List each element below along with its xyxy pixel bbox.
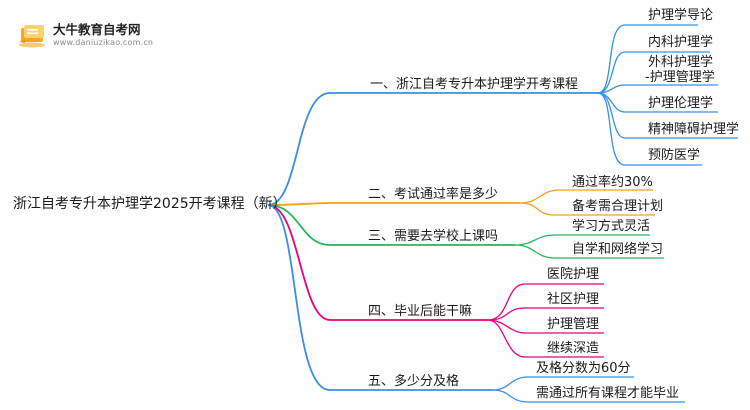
leaf-1-2: 内科护理学 — [648, 35, 714, 50]
root-topic: 浙江自考专升本护理学2025开考课程（新） — [13, 196, 287, 212]
connector-root-branch-1 — [267, 92, 331, 206]
logo-url: www.daniuzikao.com.cn — [53, 38, 154, 47]
branch-3-label: 三、需要去学校上课吗 — [368, 229, 499, 244]
leaf-1-4: 护理伦理学 — [648, 96, 714, 111]
branch-1-label: 一、浙江自考专升本护理学开考课程 — [370, 77, 579, 92]
branch-5-label: 五、多少分及格 — [368, 374, 460, 389]
leaf-1-3: 外科护理学 — [648, 55, 714, 70]
connector-root-branch-4 — [267, 204, 331, 321]
leaf-5-1: 及格分数为60分 — [536, 361, 631, 376]
leaf-3-2: 自学和网络学习 — [572, 242, 664, 257]
connector-root-branch-5 — [267, 204, 331, 391]
leaf-1-6: 预防医学 — [648, 148, 701, 163]
book-stack-icon — [19, 25, 45, 48]
connector-root-branch-3 — [267, 204, 331, 246]
site-logo: 大牛教育自考网 www.daniuzikao.com.cn — [13, 12, 203, 52]
leaf-2-1: 通过率约30% — [572, 175, 653, 190]
leaf-4-1: 医院护理 — [547, 267, 600, 282]
branch-2-label: 二、考试通过率是多少 — [368, 187, 499, 202]
leaf-4-2: 社区护理 — [547, 292, 600, 307]
logo-title: 大牛教育自考网 — [53, 22, 141, 37]
leaf-2-2: 备考需合理计划 — [572, 199, 664, 214]
leaf-3-1: 学习方式灵活 — [572, 219, 651, 234]
leaf-1-3b: -护理管理学 — [645, 70, 715, 85]
leaf-1-5: 精神障碍护理学 — [648, 122, 740, 137]
leaf-4-3: 护理管理 — [547, 317, 600, 332]
branch-4-label: 四、毕业后能干嘛 — [368, 304, 473, 319]
leaf-4-4: 继续深造 — [547, 341, 600, 356]
leaf-1-1: 护理学导论 — [648, 8, 714, 23]
leaf-5-2: 需通过所有课程才能毕业 — [536, 386, 680, 401]
